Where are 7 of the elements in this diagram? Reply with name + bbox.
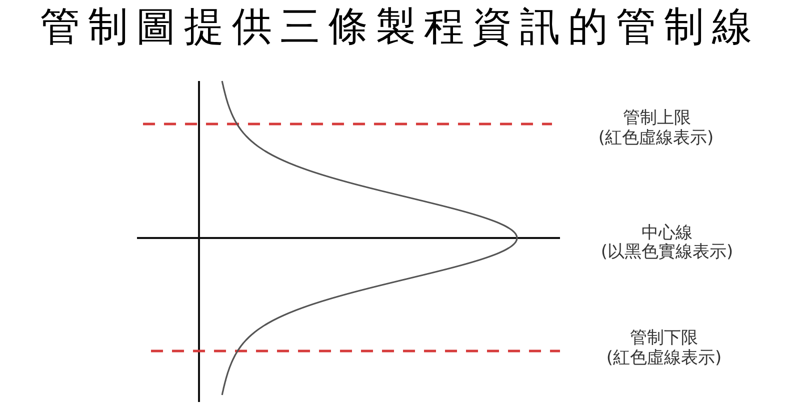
line-note: (以黑色實線表示) xyxy=(600,242,734,262)
line-note: (紅色虛線表示) xyxy=(598,128,714,148)
limit-label: 中心線 xyxy=(642,223,692,243)
limit-label: 管制上限 xyxy=(623,108,691,128)
line-note: (紅色虛線表示) xyxy=(606,348,722,368)
limit-label: 管制下限 xyxy=(630,328,698,348)
title: 管制圖提供三條製程資訊的管制線 xyxy=(40,4,760,50)
